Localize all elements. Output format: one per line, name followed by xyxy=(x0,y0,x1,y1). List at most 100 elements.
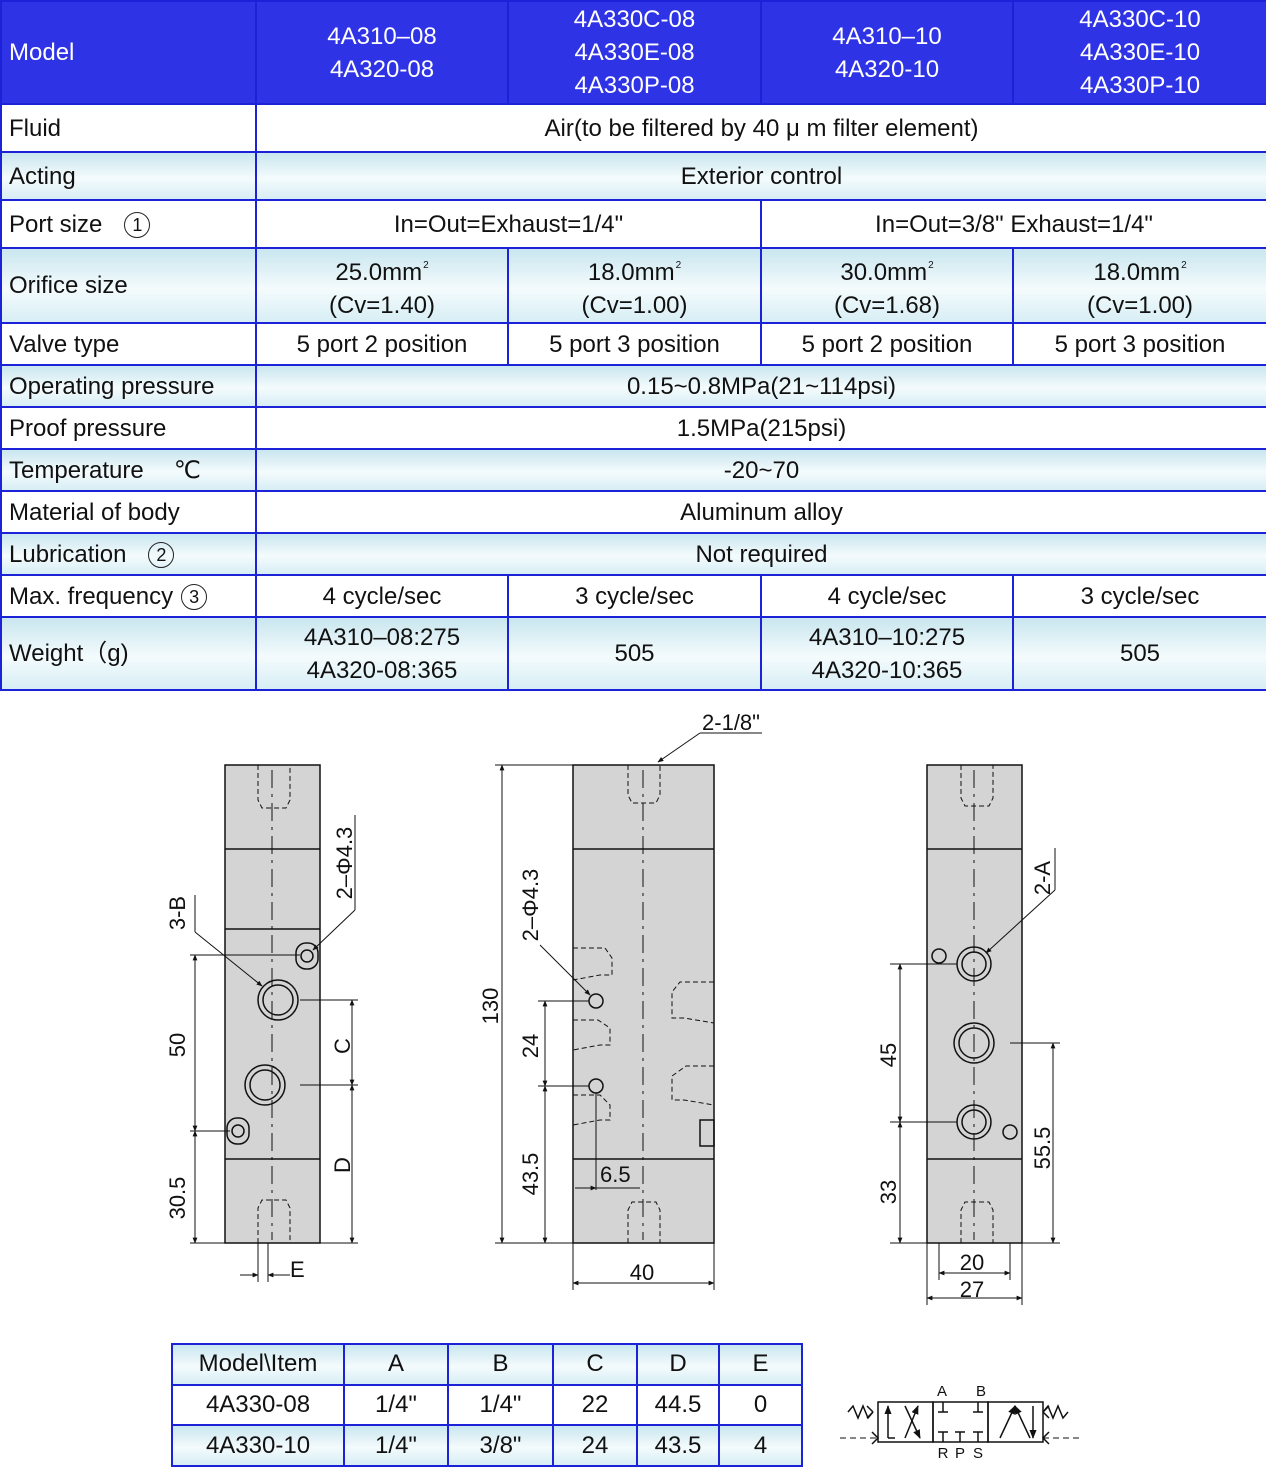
hole-top-label: 2-1/8" xyxy=(702,710,760,735)
dims-cell: 1/4" xyxy=(343,1383,449,1427)
dims-cell: 44.5 xyxy=(636,1383,720,1427)
row-proof-pressure: Proof pressure 1.5MPa(215psi) xyxy=(0,406,1266,450)
weight-cell-4: 505 xyxy=(1012,616,1266,691)
row-acting: Acting Exterior control xyxy=(0,151,1266,201)
dim-20-label: 20 xyxy=(960,1250,984,1275)
temperature-label: Temperature xyxy=(9,456,144,484)
valve-symbol: A B R P S xyxy=(840,1383,1080,1462)
orifice-label: Orifice size xyxy=(0,247,257,324)
dims-cell: 4A330-08 xyxy=(171,1383,345,1427)
spring-right-icon xyxy=(1042,1404,1069,1420)
max-frequency-4: 3 cycle/sec xyxy=(1012,574,1266,618)
dim-45-label: 45 xyxy=(876,1043,901,1067)
dims-cell: 43.5 xyxy=(636,1424,720,1467)
fluid-label: Fluid xyxy=(0,103,257,153)
symbol-port-p: P xyxy=(955,1445,965,1462)
lubrication-label-cell: Lubrication 2 xyxy=(0,532,257,576)
weight-cell-2: 505 xyxy=(507,616,762,691)
valve-type-label: Valve type xyxy=(0,322,257,366)
dims-cell: 4 xyxy=(718,1424,803,1467)
valve-type-3: 5 port 2 position xyxy=(760,322,1014,366)
dims-cell: 1/4" xyxy=(343,1424,449,1467)
dims-header-row: Model\Item A B C D E xyxy=(171,1343,803,1386)
dims-cell: 0 xyxy=(718,1383,803,1427)
lubrication-label: Lubrication xyxy=(9,540,127,568)
note-2-badge: 2 xyxy=(148,542,175,569)
operating-pressure-label: Operating pressure xyxy=(0,364,257,408)
max-frequency-1: 4 cycle/sec xyxy=(255,574,509,618)
dim-50-label: 50 xyxy=(165,1033,190,1057)
row-lubrication: Lubrication 2 Not required xyxy=(0,532,1266,576)
orifice-cell-3: 30.0mm2(Cv=1.68) xyxy=(760,247,1014,324)
dim-30-5-label: 30.5 xyxy=(165,1177,190,1220)
dim-27-label: 27 xyxy=(960,1277,984,1302)
proof-pressure-label: Proof pressure xyxy=(0,406,257,450)
valve-type-1: 5 port 2 position xyxy=(255,322,509,366)
port-size-label: Port size xyxy=(9,210,103,238)
dim-130-label: 130 xyxy=(478,988,503,1025)
symbol-port-b: B xyxy=(976,1383,986,1400)
material-value: Aluminum alloy xyxy=(255,490,1266,534)
dim-d-label: D xyxy=(330,1157,355,1173)
hole-43-left-label: 2–Φ4.3 xyxy=(332,827,357,900)
valve-type-4: 5 port 3 position xyxy=(1012,322,1266,366)
front-view-middle xyxy=(495,732,762,1290)
dim-55-5-label: 55.5 xyxy=(1030,1127,1055,1170)
model-label: Model xyxy=(0,0,257,105)
dims-header-cell: D xyxy=(636,1343,720,1386)
dims-cell: 24 xyxy=(552,1424,638,1467)
dim-c-label: C xyxy=(330,1038,355,1054)
dim-43-5-label: 43.5 xyxy=(518,1153,543,1196)
dims-cell: 3/8" xyxy=(447,1424,554,1467)
dim-33-label: 33 xyxy=(876,1180,901,1204)
dims-header-cell: B xyxy=(447,1343,554,1386)
row-orifice: Orifice size 25.0mm2(Cv=1.40) 18.0mm2(Cv… xyxy=(0,247,1266,324)
dimensions-table: Model\Item A B C D E 4A330-08 1/4" 1/4" … xyxy=(171,1343,803,1467)
note-3-badge: 3 xyxy=(181,584,208,611)
orifice-cell-2: 18.0mm2(Cv=1.00) xyxy=(507,247,762,324)
port-a-label: 2-A xyxy=(1030,861,1055,896)
table-row: 4A330-08 1/4" 1/4" 22 44.5 0 xyxy=(171,1383,803,1427)
table-row: 4A330-10 1/4" 3/8" 24 43.5 4 xyxy=(171,1424,803,1467)
row-operating-pressure: Operating pressure 0.15~0.8MPa(21~114psi… xyxy=(0,364,1266,408)
symbol-port-a: A xyxy=(937,1383,947,1400)
row-temperature: Temperature℃ -20~70 xyxy=(0,448,1266,492)
port-size-right: In=Out=3/8" Exhaust=1/4" xyxy=(760,199,1266,249)
pilot-arrow-right-icon xyxy=(1041,1431,1050,1445)
symbol-port-s: S xyxy=(973,1445,983,1462)
dim-40-label: 40 xyxy=(630,1260,654,1285)
note-1-badge: 1 xyxy=(124,212,151,239)
row-valve-type: Valve type 5 port 2 position 5 port 3 po… xyxy=(0,322,1266,366)
hole-43-mid-label: 2–Φ4.3 xyxy=(518,869,543,942)
max-frequency-label-cell: Max. frequency 3 xyxy=(0,574,257,618)
valve-type-2: 5 port 3 position xyxy=(507,322,762,366)
dim-24-label: 24 xyxy=(518,1034,543,1058)
max-frequency-2: 3 cycle/sec xyxy=(507,574,762,618)
operating-pressure-value: 0.15~0.8MPa(21~114psi) xyxy=(255,364,1266,408)
lubrication-value: Not required xyxy=(255,532,1266,576)
proof-pressure-value: 1.5MPa(215psi) xyxy=(255,406,1266,450)
side-view-left xyxy=(190,764,358,1282)
temperature-label-cell: Temperature℃ xyxy=(0,448,257,492)
fluid-value: Air(to be filtered by 40 μ m filter elem… xyxy=(255,103,1266,153)
weight-label: Weight（g) xyxy=(0,616,257,691)
acting-label: Acting xyxy=(0,151,257,201)
temperature-value: -20~70 xyxy=(255,448,1266,492)
dims-header-cell: Model\Item xyxy=(171,1343,345,1386)
row-material: Material of body Aluminum alloy xyxy=(0,490,1266,534)
symbol-port-r: R xyxy=(938,1445,949,1462)
dims-header-cell: A xyxy=(343,1343,449,1386)
row-fluid: Fluid Air(to be filtered by 40 μ m filte… xyxy=(0,103,1266,153)
max-frequency-label: Max. frequency xyxy=(9,582,174,610)
dims-cell: 22 xyxy=(552,1383,638,1427)
